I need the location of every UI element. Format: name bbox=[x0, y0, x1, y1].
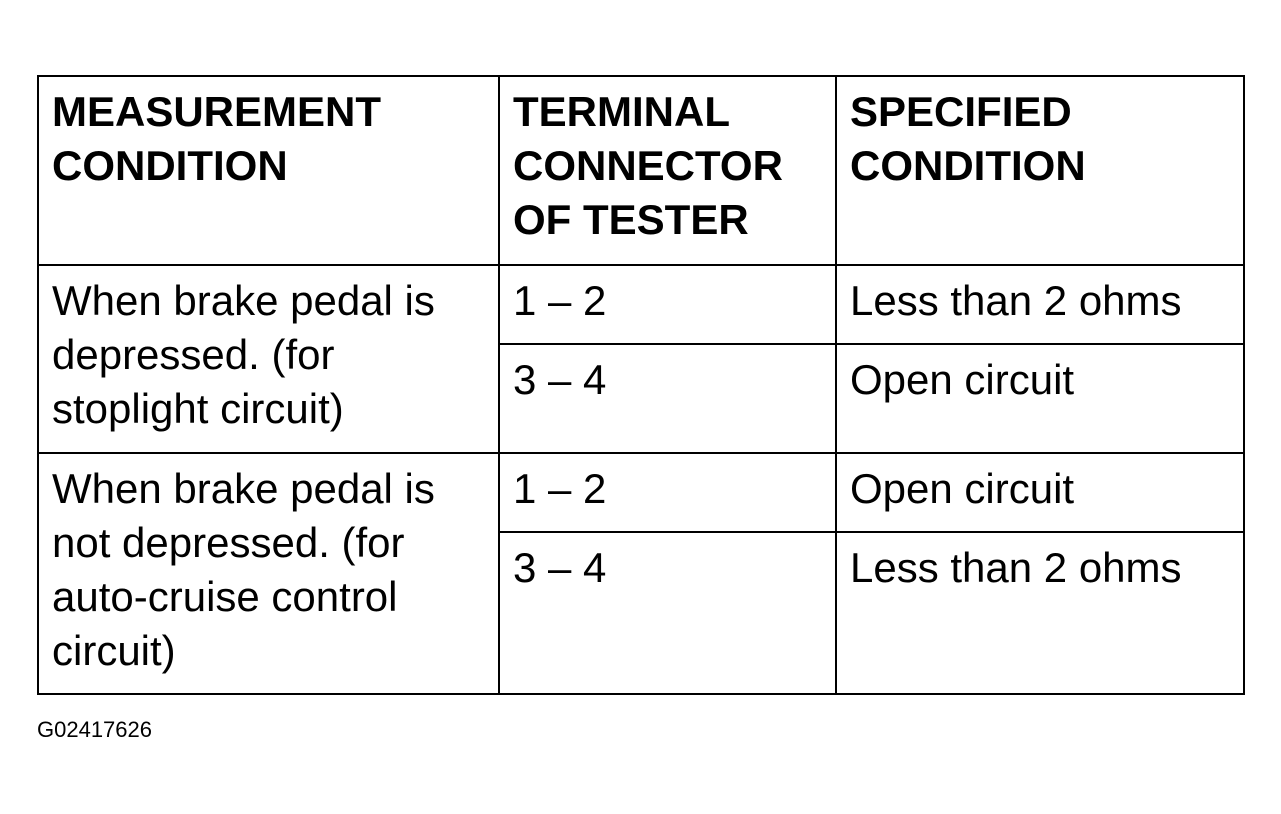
header-specified-condition: SPECIFIED CONDITION bbox=[835, 75, 1245, 266]
specified-cell: Open circuit bbox=[835, 452, 1245, 533]
terminal-cell: 1 – 2 bbox=[498, 264, 837, 345]
table-row: 3 – 4 Less than 2 ohms bbox=[38, 531, 1245, 695]
terminal-cell: 3 – 4 bbox=[498, 343, 837, 454]
table-row: 3 – 4 Open circuit bbox=[38, 343, 1245, 454]
specified-cell: Open circuit bbox=[835, 343, 1245, 454]
figure-id: G02417626 bbox=[37, 717, 152, 742]
specified-cell: Less than 2 ohms bbox=[835, 264, 1245, 345]
terminal-cell: 3 – 4 bbox=[498, 531, 837, 695]
terminal-cell: 1 – 2 bbox=[498, 452, 837, 533]
table-row: When brake pedal is not depressed. (for … bbox=[37, 452, 1245, 695]
specified-cell: Less than 2 ohms bbox=[835, 531, 1245, 695]
header-terminal-connector: TERMINAL CONNECTOR OF TESTER bbox=[498, 75, 837, 266]
header-row: MEASUREMENT CONDITION TERMINAL CONNECTOR… bbox=[37, 75, 1245, 266]
condition-cell: When brake pedal is depressed. (for stop… bbox=[37, 264, 500, 454]
specification-table: MEASUREMENT CONDITION TERMINAL CONNECTOR… bbox=[37, 75, 1245, 695]
condition-cell: When brake pedal is not depressed. (for … bbox=[37, 452, 500, 695]
table-row: When brake pedal is depressed. (for stop… bbox=[37, 264, 1245, 454]
header-measurement-condition: MEASUREMENT CONDITION bbox=[37, 75, 500, 266]
